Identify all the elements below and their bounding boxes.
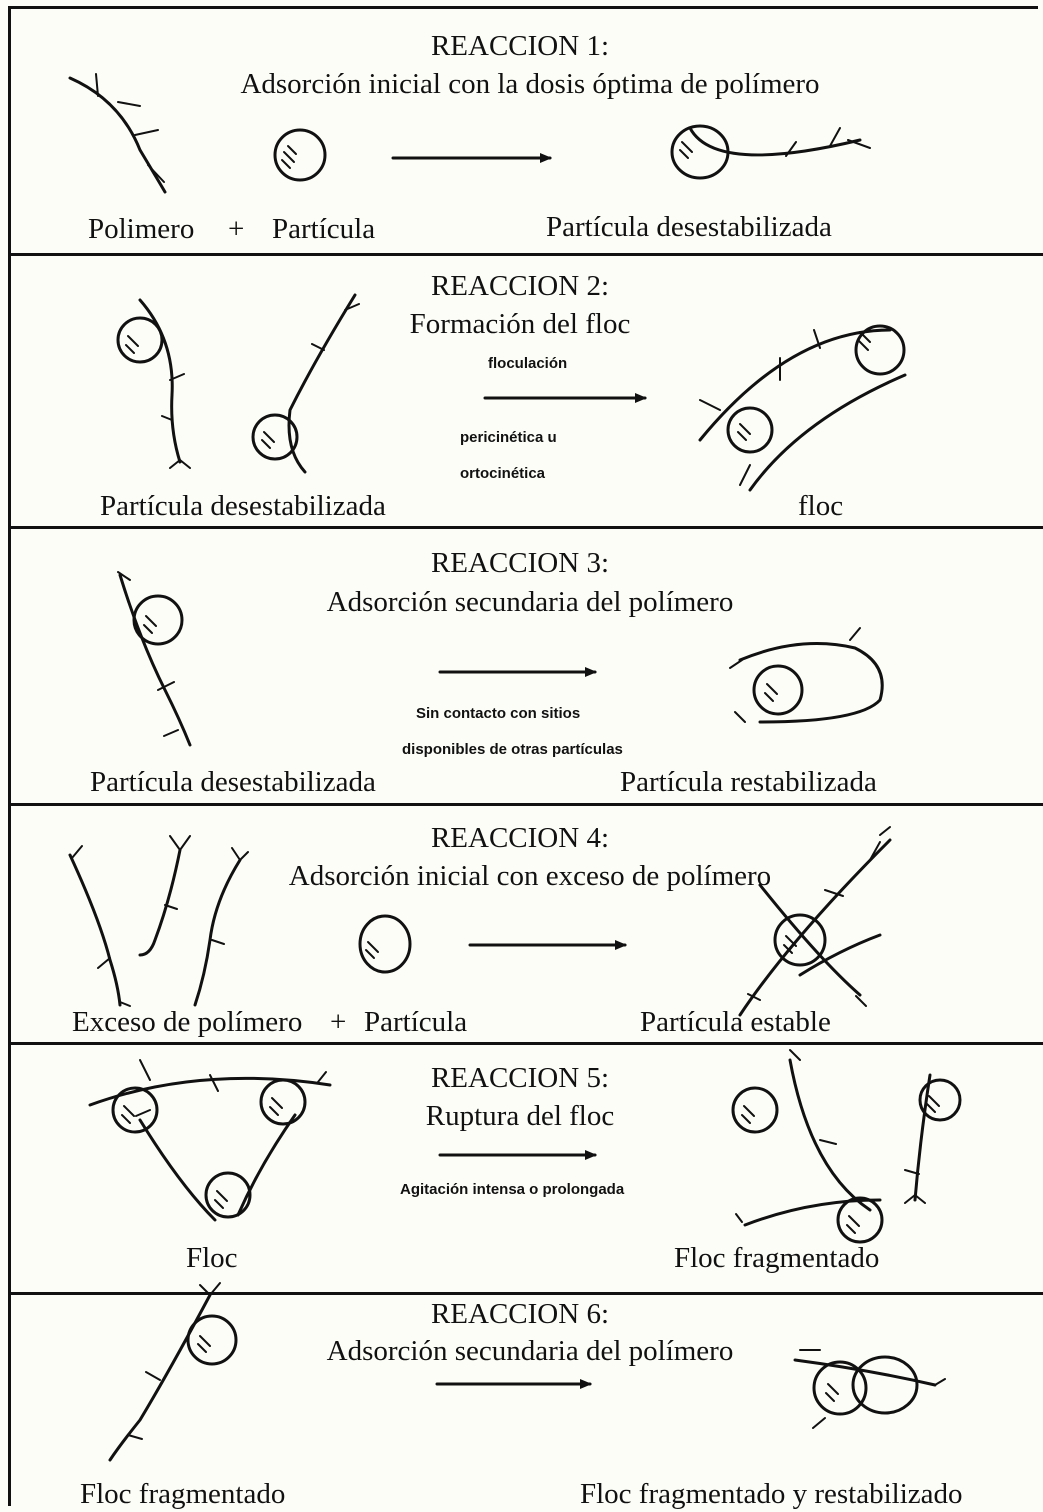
reaction-1-particle [275, 130, 325, 180]
reaction-4-excess-polymer [70, 836, 248, 1006]
reaction-3-left-particle [118, 572, 190, 745]
reaction-5-right-label: Floc fragmentado [674, 1244, 879, 1273]
reaction-6-right-label: Floc fragmentado y restabilizado [580, 1480, 963, 1509]
reaction-2-note-2: pericinética u [460, 430, 557, 445]
reaction-1-polymer-label: Polimero [88, 215, 194, 244]
reaction-5-note-1: Agitación intensa o prolongada [400, 1182, 624, 1197]
reaction-4-subtitle: Adsorción inicial con exceso de polímero [230, 862, 830, 891]
reaction-2-title: REACCION 2: [340, 272, 700, 301]
reaction-3-right-label: Partícula restabilizada [620, 768, 877, 797]
reaction-2-left-label: Partícula desestabilizada [100, 492, 386, 521]
reaction-2-note-1: floculación [488, 356, 567, 371]
reaction-3-note-1: Sin contacto con sitios [416, 706, 580, 721]
reaction-6-restabilized-floc [795, 1350, 945, 1428]
reaction-2-floc [700, 326, 905, 490]
reaction-4-plus: + [330, 1008, 346, 1037]
reaction-5-subtitle: Ruptura del floc [340, 1102, 700, 1131]
reaction-1-particle-label: Partícula [272, 215, 375, 244]
reaction-2-subtitle: Formación del floc [330, 310, 710, 339]
reaction-6-title: REACCION 6: [340, 1300, 700, 1329]
reaction-1-subtitle: Adsorción inicial con la dosis óptima de… [180, 70, 880, 99]
reaction-3-subtitle: Adsorción secundaria del polímero [260, 588, 800, 617]
reaction-3-restabilized-particle [730, 628, 882, 722]
reaction-6-subtitle: Adsorción secundaria del polímero [260, 1337, 800, 1366]
reaction-4-result-label: Partícula estable [640, 1008, 831, 1037]
reaction-5-fragmented-floc [733, 1050, 960, 1242]
reaction-6-left-label: Floc fragmentado [80, 1480, 285, 1509]
reaction-3-left-label: Partícula desestabilizada [90, 768, 376, 797]
reaction-2-right-label: floc [798, 492, 843, 521]
reaction-1-plus: + [228, 215, 244, 244]
reaction-4-particle-label: Partícula [364, 1008, 467, 1037]
reaction-3-note-2: disponibles de otras partículas [402, 742, 623, 757]
reaction-5-floc [90, 1060, 330, 1220]
reaction-5-title: REACCION 5: [340, 1064, 700, 1093]
reaction-1-title: REACCION 1: [340, 32, 700, 61]
reaction-4-polymer-label: Exceso de polímero [72, 1008, 302, 1037]
reaction-4-title: REACCION 4: [340, 824, 700, 853]
reaction-1-destabilized-particle [672, 126, 870, 178]
reaction-4-stable-particle [740, 827, 890, 1015]
reaction-3-title: REACCION 3: [340, 549, 700, 578]
reaction-1-polymer [70, 74, 165, 192]
reaction-2-left-particle-a [118, 300, 190, 468]
reaction-2-note-3: ortocinética [460, 466, 545, 481]
reaction-5-left-label: Floc [186, 1244, 238, 1273]
reaction-1-result-label: Partícula desestabilizada [546, 213, 832, 242]
reaction-4-particle [360, 916, 410, 972]
reaction-6-fragmented-floc [110, 1283, 236, 1460]
